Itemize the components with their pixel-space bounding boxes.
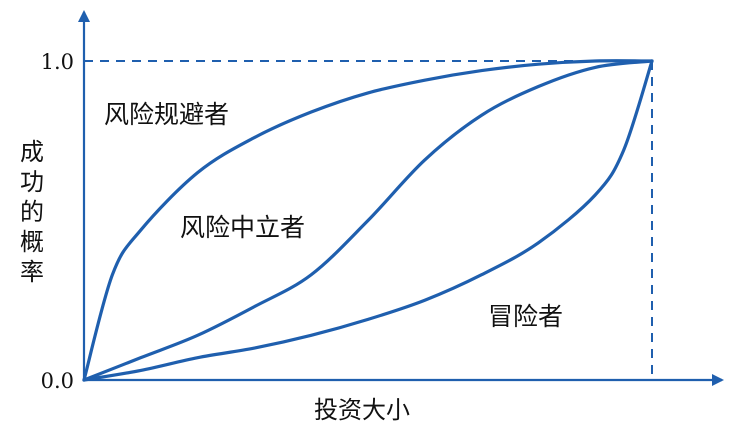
risk-seeker-curve — [82, 59, 654, 382]
risk-neutral-label: 风险中立者 — [180, 213, 305, 242]
x-axis-label: 投资大小 — [314, 396, 410, 424]
risk-neutral-curve — [82, 59, 654, 382]
y-tick-label-max: 1.0 — [41, 50, 74, 74]
y-axis-label: 成功的概率 — [20, 138, 44, 286]
y-tick-label-min: 0.0 — [41, 369, 74, 393]
risk-seeker-label: 冒险者 — [488, 302, 563, 331]
risk-averse-label: 风险规避者 — [104, 100, 229, 129]
risk-averse-curve — [82, 59, 654, 382]
